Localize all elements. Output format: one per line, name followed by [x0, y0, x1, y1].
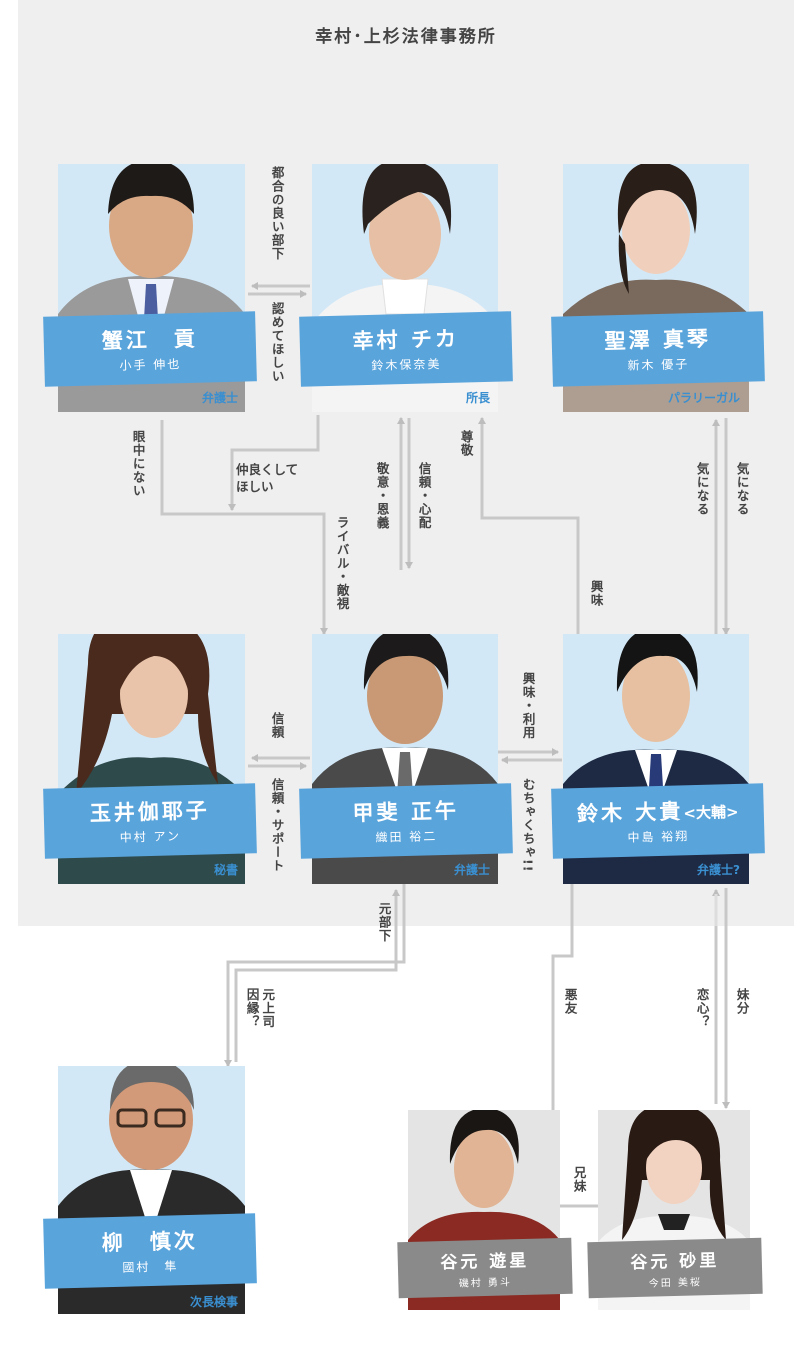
label-yukimura-kai-trust: 信頼・心配	[416, 462, 432, 530]
name-kanie: 蟹江 貢	[101, 326, 199, 354]
actor-suzuki: 中島 裕翔	[627, 829, 690, 845]
name-yusei: 谷元 遊星	[440, 1250, 530, 1274]
line-kai-to-yanagi	[224, 884, 406, 1067]
name-suzuki-main: 鈴木 大貴	[576, 799, 684, 827]
name-tamai: 玉井伽耶子	[89, 798, 211, 826]
name-yukimura: 幸村 チカ	[352, 326, 460, 354]
role-hijiri: パラリーガル	[667, 391, 740, 405]
namebox-suzuki: 鈴木 大貴<大輔> 中島 裕翔	[551, 783, 765, 859]
actor-kai: 織田 裕二	[375, 829, 438, 845]
role-suzuki: 弁護士?	[697, 863, 740, 877]
label-kai-yukimura-respect: 敬意・恩義	[374, 462, 390, 530]
role-tamai: 秘書	[213, 863, 238, 877]
name-kai: 甲斐 正午	[352, 798, 460, 826]
name-yanagi: 柳 慎次	[101, 1228, 199, 1256]
line-suzuki-to-yukimura	[478, 417, 580, 634]
name-suzuki-suffix: <大輔>	[683, 802, 739, 823]
actor-kanie: 小手 伸也	[119, 357, 182, 373]
label-suzuki-yukimura: 尊敬	[458, 430, 474, 457]
label-suzuki-sari-sister: 妹分	[734, 988, 750, 1015]
label-tamai-kai-support: 信頼・サポート	[269, 778, 285, 873]
role-yanagi: 次長検事	[189, 1295, 238, 1309]
name-suzuki: 鈴木 大貴<大輔>	[551, 793, 764, 829]
actor-yanagi: 國村 隼	[122, 1259, 179, 1275]
namebox-hijiri: 聖澤 真琴 新木 優子	[551, 311, 765, 387]
label-suzuki-hijiri: 気になる	[694, 462, 710, 516]
label-yukimura-kanie-kai: 仲良くして ほしい	[236, 462, 299, 494]
label-kanie-yukimura-2: 認めてほしい	[269, 302, 285, 383]
line-kanie-to-kai	[160, 420, 328, 635]
label-hijiri-suzuki: 気になる	[734, 462, 750, 516]
role-kanie: 弁護士	[201, 391, 238, 405]
namebox-kai: 甲斐 正午 織田 裕二	[299, 783, 513, 859]
label-kai-yanagi: 元部下	[376, 902, 392, 943]
label-suzuki-kai: むちゃくちゃ!!	[520, 778, 536, 873]
label-kai-yukimura-rival: ライバル・敵視	[334, 516, 350, 611]
actor-yusei: 磯村 勇斗	[458, 1277, 513, 1290]
label-suzuki-yusei: 悪友	[562, 988, 578, 1015]
line-yukimura-to-kanie-kai	[228, 415, 320, 511]
actor-sari: 今田 美桜	[648, 1277, 703, 1290]
namebox-yusei: 谷元 遊星 磯村 勇斗	[397, 1237, 573, 1299]
namebox-yanagi: 柳 慎次 國村 隼	[43, 1213, 257, 1289]
label-suzuki-interest: 興味	[588, 580, 604, 607]
label-kanie-yukimura-1: 都合の良い部下	[269, 166, 285, 261]
actor-tamai: 中村 アン	[119, 829, 182, 845]
name-hijiri: 聖澤 真琴	[604, 326, 712, 354]
label-kai-suzuki: 興味・利用	[520, 672, 536, 740]
firm-title: 幸村･上杉法律事務所	[315, 27, 497, 47]
role-yukimura: 所長	[465, 391, 490, 405]
label-kanie-kai: 眼中にない	[130, 430, 146, 498]
namebox-tamai: 玉井伽耶子 中村 アン	[43, 783, 257, 859]
label-yanagi-kai: 元上司 因縁？	[244, 988, 276, 1029]
role-kai: 弁護士	[453, 863, 490, 877]
namebox-yukimura: 幸村 チカ 鈴木保奈美	[299, 311, 513, 387]
line-yanagi-to-kai	[234, 889, 400, 1062]
line-suzuki-to-yusei	[551, 884, 574, 1110]
label-suzuki-sari-love: 恋心？	[694, 988, 710, 1029]
namebox-kanie: 蟹江 貢 小手 伸也	[43, 311, 257, 387]
namebox-sari: 谷元 砂里 今田 美桜	[587, 1237, 763, 1299]
actor-hijiri: 新木 優子	[627, 357, 690, 373]
actor-yukimura: 鈴木保奈美	[371, 357, 442, 373]
label-yusei-sari: 兄妹	[571, 1166, 587, 1193]
label-tamai-kai-trust: 信頼	[269, 712, 285, 739]
name-sari: 谷元 砂里	[630, 1250, 720, 1274]
